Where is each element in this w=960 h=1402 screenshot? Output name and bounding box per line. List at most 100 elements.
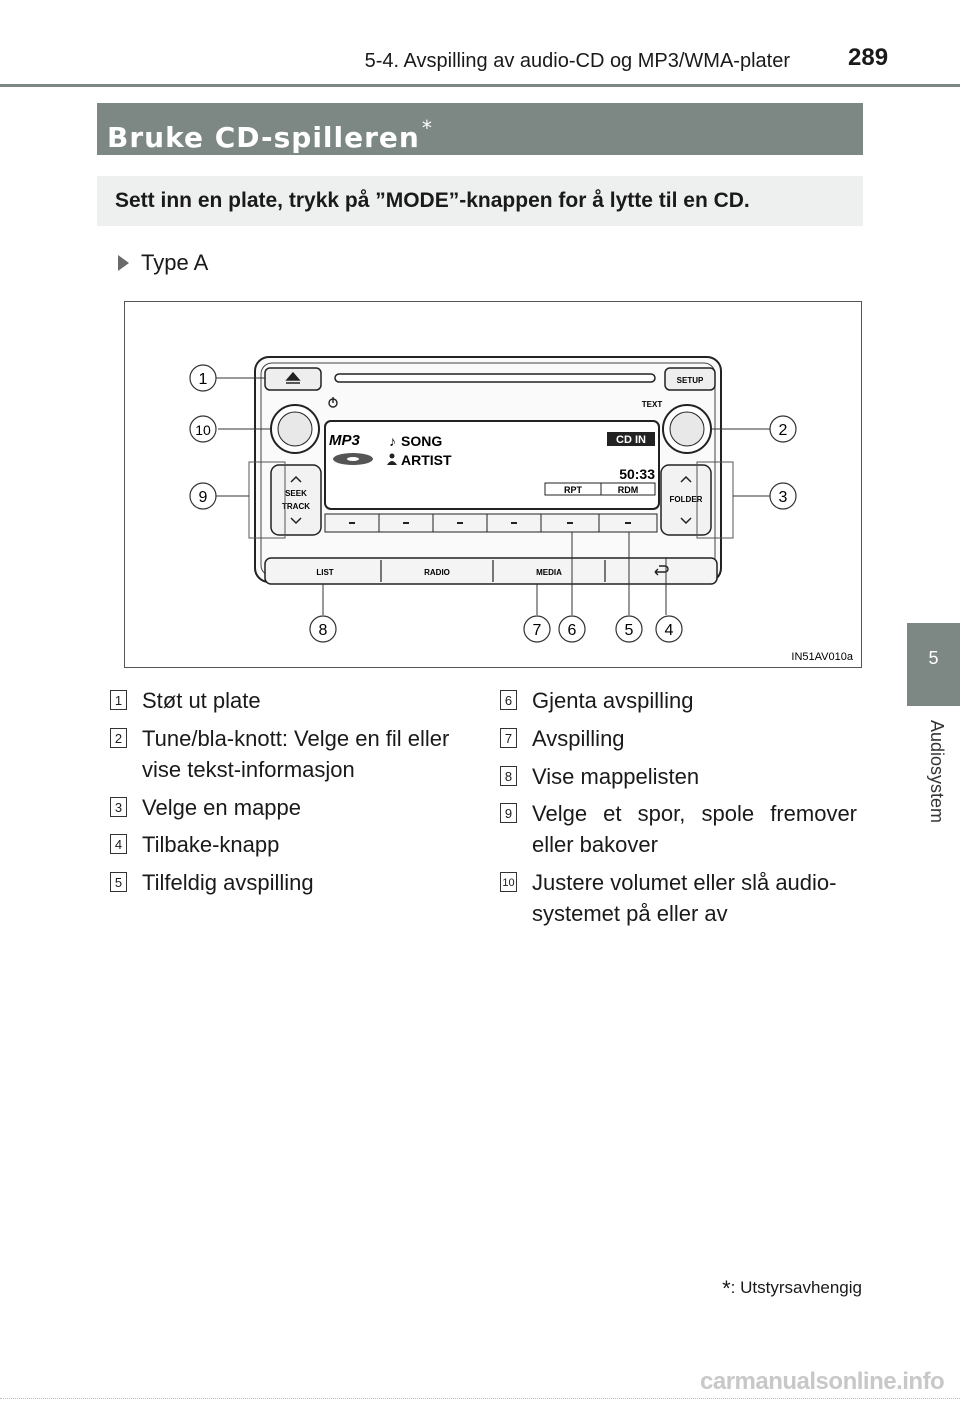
- display-artist: ARTIST: [401, 452, 452, 468]
- legend-item-7: 7 Avspilling: [500, 723, 865, 754]
- legend-number: 8: [500, 766, 517, 786]
- legend-text-line2: vise tekst-informasjon: [142, 757, 355, 782]
- back-arrow-icon: [654, 565, 669, 576]
- text-label: TEXT: [642, 400, 663, 409]
- callout-7: [523, 615, 551, 643]
- legend-text-line2: eller bakover: [532, 832, 658, 857]
- figure-code: IN51AV010a: [791, 651, 853, 663]
- cd-slot: [334, 373, 656, 383]
- rdm-box: [600, 482, 656, 496]
- callout-4-label: 4: [665, 622, 674, 639]
- leader-lines: [216, 377, 770, 615]
- legend-text: Vise mappelisten: [532, 764, 700, 789]
- callout-3: [769, 482, 797, 510]
- setup-label: SETUP: [677, 376, 704, 385]
- legend-item-2: 2 Tune/bla-knott: Velge en fil eller vis…: [110, 723, 490, 785]
- callout-2-label: 2: [779, 422, 788, 439]
- legend-item-5: 5 Tilfeldig avspilling: [110, 867, 490, 898]
- footnote-text: : Utstyrsavhengig: [730, 1278, 862, 1297]
- callout-8: [309, 615, 337, 643]
- watermark: carmanualsonline.info: [700, 1368, 945, 1395]
- callout-10-label: 10: [195, 422, 211, 438]
- legend-item-6: 6 Gjenta avspilling: [500, 685, 865, 716]
- legend-text: Avspilling: [532, 726, 625, 751]
- callout-10: [189, 415, 217, 443]
- callout-9: [189, 482, 217, 510]
- chapter-label: Audiosystem: [906, 720, 960, 850]
- legend-item-3: 3 Velge en mappe: [110, 792, 490, 823]
- list-button-label: LIST: [316, 568, 333, 577]
- header-rule: [0, 84, 960, 87]
- callout-5-label: 5: [625, 622, 634, 639]
- legend-item-1: 1 Støt ut plate: [110, 685, 490, 716]
- callout-5: [615, 615, 643, 643]
- callout-4: [655, 615, 683, 643]
- page-edge-dots: [0, 1398, 960, 1399]
- eject-icon: [285, 371, 301, 384]
- bottom-button-row: [264, 557, 718, 585]
- triangle-bullet-icon: [118, 255, 129, 271]
- callout-3-label: 3: [779, 489, 788, 506]
- callout-1: [189, 364, 217, 392]
- legend-text: Tilfeldig avspilling: [142, 870, 314, 895]
- legend-number: 7: [500, 728, 517, 748]
- section-title-text: Bruke CD-spilleren: [107, 121, 420, 154]
- display-time: 50:33: [619, 466, 655, 482]
- legend-text: Velge en mappe: [142, 795, 302, 820]
- legend-number: 2: [110, 728, 127, 748]
- legend-text: Gjenta avspilling: [532, 688, 694, 713]
- chapter-tab: 5: [907, 623, 960, 706]
- chevron-down-icon: [290, 517, 302, 525]
- display-rdm: RDM: [618, 485, 639, 495]
- legend-item-8: 8 Vise mappelisten: [500, 761, 865, 792]
- display-song: SONG: [401, 433, 442, 449]
- radio-button-label: RADIO: [424, 568, 450, 577]
- legend-text: Tilbake-knapp: [142, 832, 280, 857]
- legend-number: 1: [110, 690, 127, 710]
- legend-text: Støt ut plate: [142, 688, 261, 713]
- media-button-label: MEDIA: [536, 568, 562, 577]
- display-cd-in: CD IN: [616, 434, 646, 446]
- legend-number: 10: [500, 872, 517, 892]
- person-icon: [389, 453, 395, 459]
- seek-track-button: [270, 464, 322, 536]
- legend-number: 6: [500, 690, 517, 710]
- callout-6: [558, 615, 586, 643]
- section-title: Bruke CD-spilleren*: [97, 103, 863, 155]
- legend-item-4: 4 Tilbake-knapp: [110, 829, 490, 860]
- legend-number: 3: [110, 797, 127, 817]
- callout-8-label: 8: [319, 622, 328, 639]
- callouts: 1 2 3 4 5 6 7 8 9 10: [189, 364, 797, 643]
- callout-9-label: 9: [199, 489, 208, 506]
- cd-in-badge: [607, 432, 655, 446]
- chevron-up-icon: [290, 475, 302, 483]
- folder-button: [660, 464, 712, 536]
- display-rpt: RPT: [564, 485, 583, 495]
- track-label: TRACK: [282, 502, 310, 511]
- chevron-down-icon: [680, 517, 692, 525]
- callout-6-label: 6: [568, 622, 577, 639]
- legend-text: Tune/bla-knott: Velge en fil eller: [142, 726, 450, 751]
- legend-item-10: 10 Justere volumet eller slå audio- syst…: [500, 867, 865, 929]
- type-label: Type A: [118, 250, 208, 276]
- legend-text-line2: systemet på eller av: [532, 901, 728, 926]
- display-mp3: MP3: [329, 432, 361, 449]
- legend-item-9: 9 Velge et spor, spole fremover eller ba…: [500, 798, 865, 860]
- chevron-up-icon: [680, 475, 692, 483]
- footnote: *: Utstyrsavhengig: [722, 1276, 862, 1302]
- legend-number: 5: [110, 872, 127, 892]
- running-header: 5-4. Avspilling av audio-CD og MP3/WMA-p…: [364, 50, 790, 72]
- seek-label: SEEK: [285, 489, 307, 498]
- chapter-label-text: Audiosystem: [927, 720, 947, 824]
- note-icon: ♪: [389, 433, 396, 449]
- radio-illustration: SETUP TEXT MP3 ♪ SONG ARTIST CD IN 50:33…: [124, 301, 862, 668]
- page-number: 289: [848, 44, 889, 71]
- legend-number: 4: [110, 834, 127, 854]
- callout-2: [769, 415, 797, 443]
- callout-7-label: 7: [533, 622, 542, 639]
- legend-number: 9: [500, 803, 517, 823]
- setup-button: [664, 367, 716, 391]
- folder-label: FOLDER: [670, 495, 703, 504]
- optional-equipment-mark: *: [421, 116, 433, 140]
- legend-text: Justere volumet eller slå audio-: [532, 870, 837, 895]
